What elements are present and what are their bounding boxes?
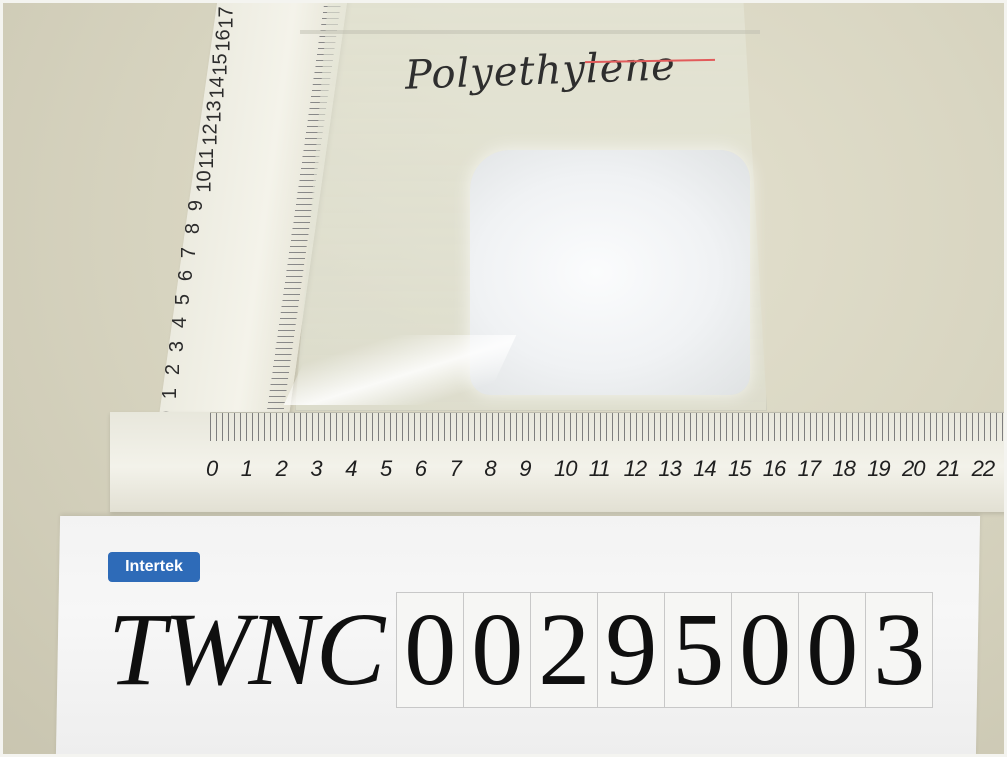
horizontal-ruler-number: 19 xyxy=(867,456,891,481)
vertical-ruler-number: 3 xyxy=(165,340,188,352)
horizontal-ruler-number: 9 xyxy=(519,456,531,481)
vertical-ruler-number: 6 xyxy=(175,269,198,282)
horizontal-ruler-number: 10 xyxy=(554,456,578,481)
sample-code-digit: 0 xyxy=(396,592,465,708)
horizontal-ruler-number: 1 xyxy=(240,456,253,481)
vertical-ruler-number: 8 xyxy=(181,222,204,235)
sample-code-digit: 0 xyxy=(798,592,867,708)
vertical-ruler-number: 12 xyxy=(200,123,223,146)
vertical-ruler-number: 17 xyxy=(216,5,239,29)
horizontal-ruler-number: 3 xyxy=(310,456,322,481)
white-powder xyxy=(470,150,750,395)
bag-shine xyxy=(283,335,517,405)
sample-code-digit: 5 xyxy=(664,592,733,708)
horizontal-ruler-number: 14 xyxy=(693,456,717,481)
horizontal-ruler-number: 21 xyxy=(936,456,961,481)
sample-code-digit: 9 xyxy=(597,592,666,708)
horizontal-ruler-ticks xyxy=(210,412,1007,441)
vertical-ruler-number: 11 xyxy=(196,147,219,169)
horizontal-ruler-number: 13 xyxy=(658,456,682,481)
vertical-ruler-number: 14 xyxy=(206,76,229,99)
vertical-ruler-number: 9 xyxy=(184,199,207,211)
horizontal-ruler: 01234567891011121314151617181920212223 xyxy=(110,412,1007,512)
horizontal-ruler-number: 0 xyxy=(206,456,218,481)
sample-code-digit: 0 xyxy=(463,592,532,708)
sample-code-digit: 0 xyxy=(731,592,800,708)
horizontal-ruler-number: 7 xyxy=(449,456,462,481)
vertical-ruler-number: 10 xyxy=(193,170,216,193)
vertical-ruler-number: 5 xyxy=(172,293,195,305)
horizontal-ruler-number: 2 xyxy=(275,456,288,481)
sample-code-digit: 2 xyxy=(530,592,599,708)
horizontal-ruler-number: 4 xyxy=(345,456,357,481)
vertical-ruler-number: 7 xyxy=(178,246,201,258)
bag-seal xyxy=(300,30,760,34)
horizontal-ruler-number: 11 xyxy=(588,456,611,481)
horizontal-ruler-number: 22 xyxy=(971,456,996,481)
sample-code-digit: 3 xyxy=(865,592,934,708)
horizontal-ruler-number: 8 xyxy=(484,456,496,481)
horizontal-ruler-number: 5 xyxy=(380,456,392,481)
horizontal-ruler-number: 17 xyxy=(797,456,822,481)
horizontal-ruler-number: 6 xyxy=(414,456,427,481)
horizontal-ruler-number: 12 xyxy=(623,456,648,481)
bag-label-handwriting: Polyethylene xyxy=(404,43,677,99)
horizontal-ruler-number: 16 xyxy=(762,456,787,481)
vertical-ruler-number: 2 xyxy=(162,363,185,376)
vertical-ruler-number: 15 xyxy=(209,52,232,76)
intertek-logo: Intertek xyxy=(108,552,200,582)
sample-code-prefix: TWNC xyxy=(108,592,385,707)
horizontal-ruler-number: 18 xyxy=(832,456,856,481)
vertical-ruler-number: 13 xyxy=(203,99,226,123)
vertical-ruler-number: 4 xyxy=(168,316,191,329)
horizontal-ruler-number: 20 xyxy=(902,456,926,481)
horizontal-ruler-number: 15 xyxy=(728,456,752,481)
vertical-ruler-number: 1 xyxy=(159,387,182,399)
vertical-ruler-number: 16 xyxy=(212,29,235,52)
